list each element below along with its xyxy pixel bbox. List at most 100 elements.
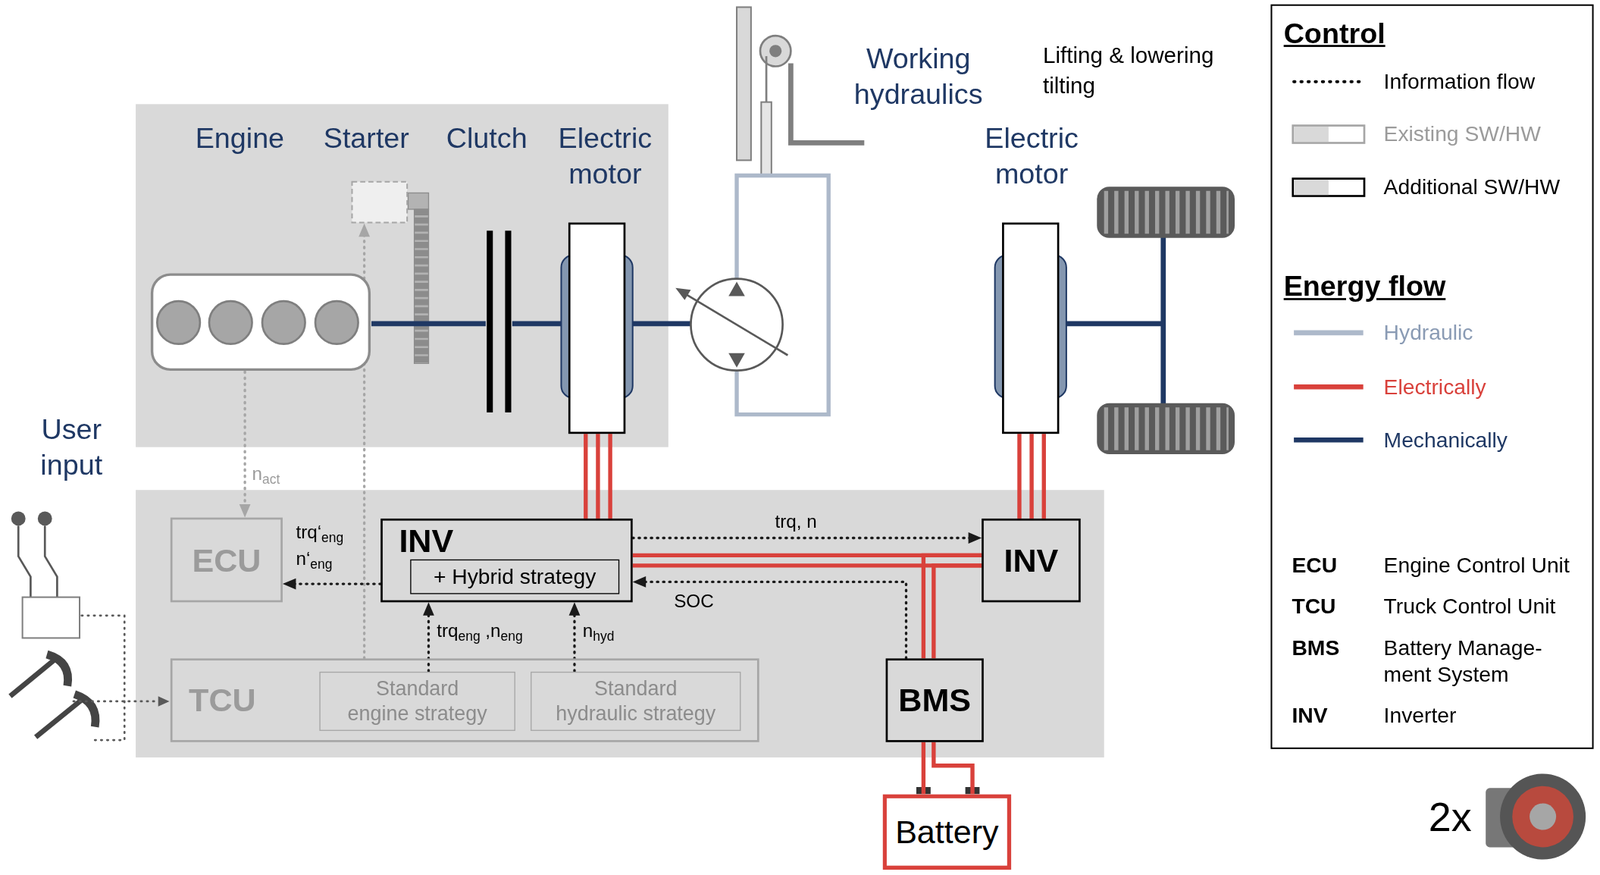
node-label: Engine (142, 120, 337, 157)
engine-block-shape (156, 300, 201, 345)
starter-gear (414, 209, 429, 364)
mast-symbol (736, 6, 752, 160)
connector-line (572, 612, 576, 671)
connector-line (595, 433, 600, 519)
mast-symbol (736, 6, 865, 176)
signal-line (73, 700, 160, 703)
connector-line (1029, 433, 1034, 519)
arrow-head (968, 532, 983, 544)
electric-motor-shape (560, 222, 633, 434)
subscript: eng (500, 628, 523, 644)
input-label: User input (15, 411, 128, 483)
electric-motor: Electric motor (545, 120, 664, 434)
connector-line (371, 320, 486, 326)
joystick-symbol (11, 510, 80, 638)
starter-gear (414, 209, 429, 364)
starter-shape (351, 181, 408, 223)
inverter-box: INV (981, 518, 1081, 602)
connector-line (923, 554, 982, 658)
clutch-shape (485, 230, 513, 413)
node-label: + Hybrid strategy (433, 563, 597, 590)
wheel-symbol (1096, 186, 1235, 455)
legend-sample (1293, 125, 1365, 144)
node-label: INV (1004, 541, 1059, 580)
connector (923, 554, 982, 658)
connector (632, 532, 982, 544)
connector (282, 578, 381, 590)
signal-label: trq, n (754, 510, 837, 533)
strategy-box: Standard hydraulic strategy (530, 670, 741, 730)
legend-sample (1293, 81, 1365, 441)
clutch-shape (486, 230, 493, 413)
arrow-head (282, 578, 297, 590)
legend-frame (1271, 5, 1593, 749)
mast-symbol (760, 35, 791, 66)
inverter-box: INV+ Hybrid strategy (380, 518, 633, 602)
electric-motor-shape (1002, 223, 1059, 433)
starter-gear (408, 192, 429, 210)
signal-line (81, 615, 126, 740)
engine-block-shape (315, 300, 359, 345)
mast-symbol (769, 44, 782, 57)
legend-frame (1271, 5, 1593, 749)
signal-label: trqeng ,neng (436, 619, 523, 642)
node-label: Standard engine strategy (344, 675, 491, 727)
connector (585, 433, 611, 519)
connector-line (642, 581, 906, 658)
engine-block-shape (262, 300, 306, 345)
node-label: Electric motor (545, 120, 664, 192)
connector-line (921, 742, 926, 795)
legend-text: Information flow (1383, 68, 1536, 95)
legend-sample (1293, 179, 1329, 195)
subscript: act (262, 471, 280, 487)
legend-sample (1293, 80, 1364, 84)
connector-line (933, 565, 982, 659)
subscript: eng (458, 628, 481, 644)
connector-line (1017, 433, 1021, 519)
engine-block-shape (150, 272, 372, 372)
pump-symbol (683, 292, 788, 355)
motor-icon (1499, 773, 1586, 859)
node-label: TCU (188, 680, 257, 720)
signal-line (73, 615, 170, 740)
signal-line (158, 695, 170, 706)
electric-motor-shape (995, 222, 1067, 434)
connector (923, 742, 973, 795)
region-band (135, 103, 669, 447)
mast-symbol (760, 102, 771, 176)
legend-text: Existing SW/HW (1383, 120, 1541, 148)
shaft-line (1066, 234, 1164, 406)
pedal-symbol (9, 657, 84, 737)
wheel-symbol (1096, 403, 1235, 455)
motor-icon (1485, 773, 1586, 859)
legend-sample (1293, 126, 1329, 142)
legend-text: Electrically (1383, 373, 1487, 401)
arrow-head (569, 601, 581, 616)
joystick-symbol (37, 510, 53, 526)
electric-motor-shape (569, 223, 625, 433)
node-label: BMS (898, 680, 971, 720)
abbreviation: ECU (1291, 551, 1337, 579)
legend-sample (1293, 178, 1365, 197)
connector-line (632, 563, 982, 567)
legend-sample (1293, 437, 1364, 443)
electric-motor: Electric motor (972, 120, 1091, 434)
starter-gear (408, 192, 429, 364)
abbreviation: INV (1291, 701, 1328, 729)
connector-line (583, 433, 588, 519)
region-band (135, 103, 1105, 758)
control-unit-box: TCU Standard engine strategy Standard hydr… (170, 657, 760, 742)
legend-heading: Control (1283, 15, 1386, 52)
legend-heading: Energy flow (1283, 268, 1447, 305)
connector (632, 576, 907, 658)
connector-line (427, 612, 430, 671)
connector (512, 322, 562, 324)
subscript: eng (309, 556, 332, 572)
node-label: Starter (309, 120, 423, 157)
battery-terminal (916, 786, 980, 794)
joystick-symbol (18, 525, 57, 597)
node-label: Electric motor (972, 120, 1091, 192)
legend-sample (1293, 330, 1364, 336)
shaft-line (632, 234, 1164, 406)
